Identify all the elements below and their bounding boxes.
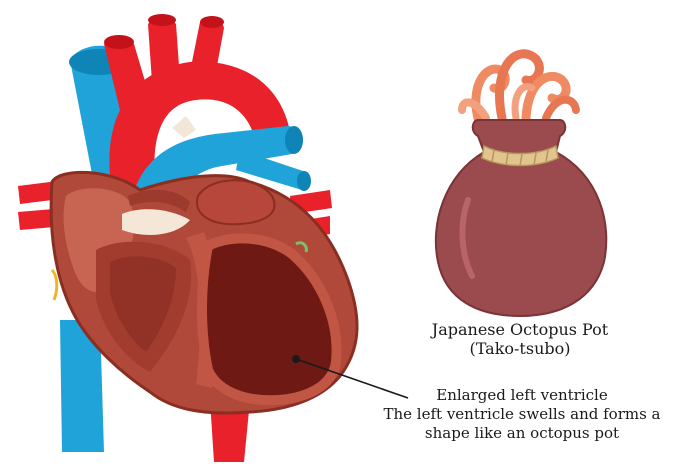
pot-caption: Japanese Octopus Pot (Tako-tsubo) [420,320,620,358]
ventricle-title: Enlarged left ventricle [372,386,672,405]
carotid-artery [148,18,180,82]
octopus-pot-illustration-icon [436,54,606,316]
ventricle-description-line-1: The left ventricle swells and forms a [372,405,672,424]
pot-name: Japanese Octopus Pot [420,320,620,339]
pot-japanese-name: (Tako-tsubo) [420,339,620,358]
left-atrium [197,180,274,224]
heart-illustration-icon [18,14,357,462]
ventricle-description-line-2: shape like an octopus pot [372,424,672,443]
ventricle-caption: Enlarged left ventricle The left ventric… [372,386,672,443]
octopus-tentacles [462,54,576,118]
